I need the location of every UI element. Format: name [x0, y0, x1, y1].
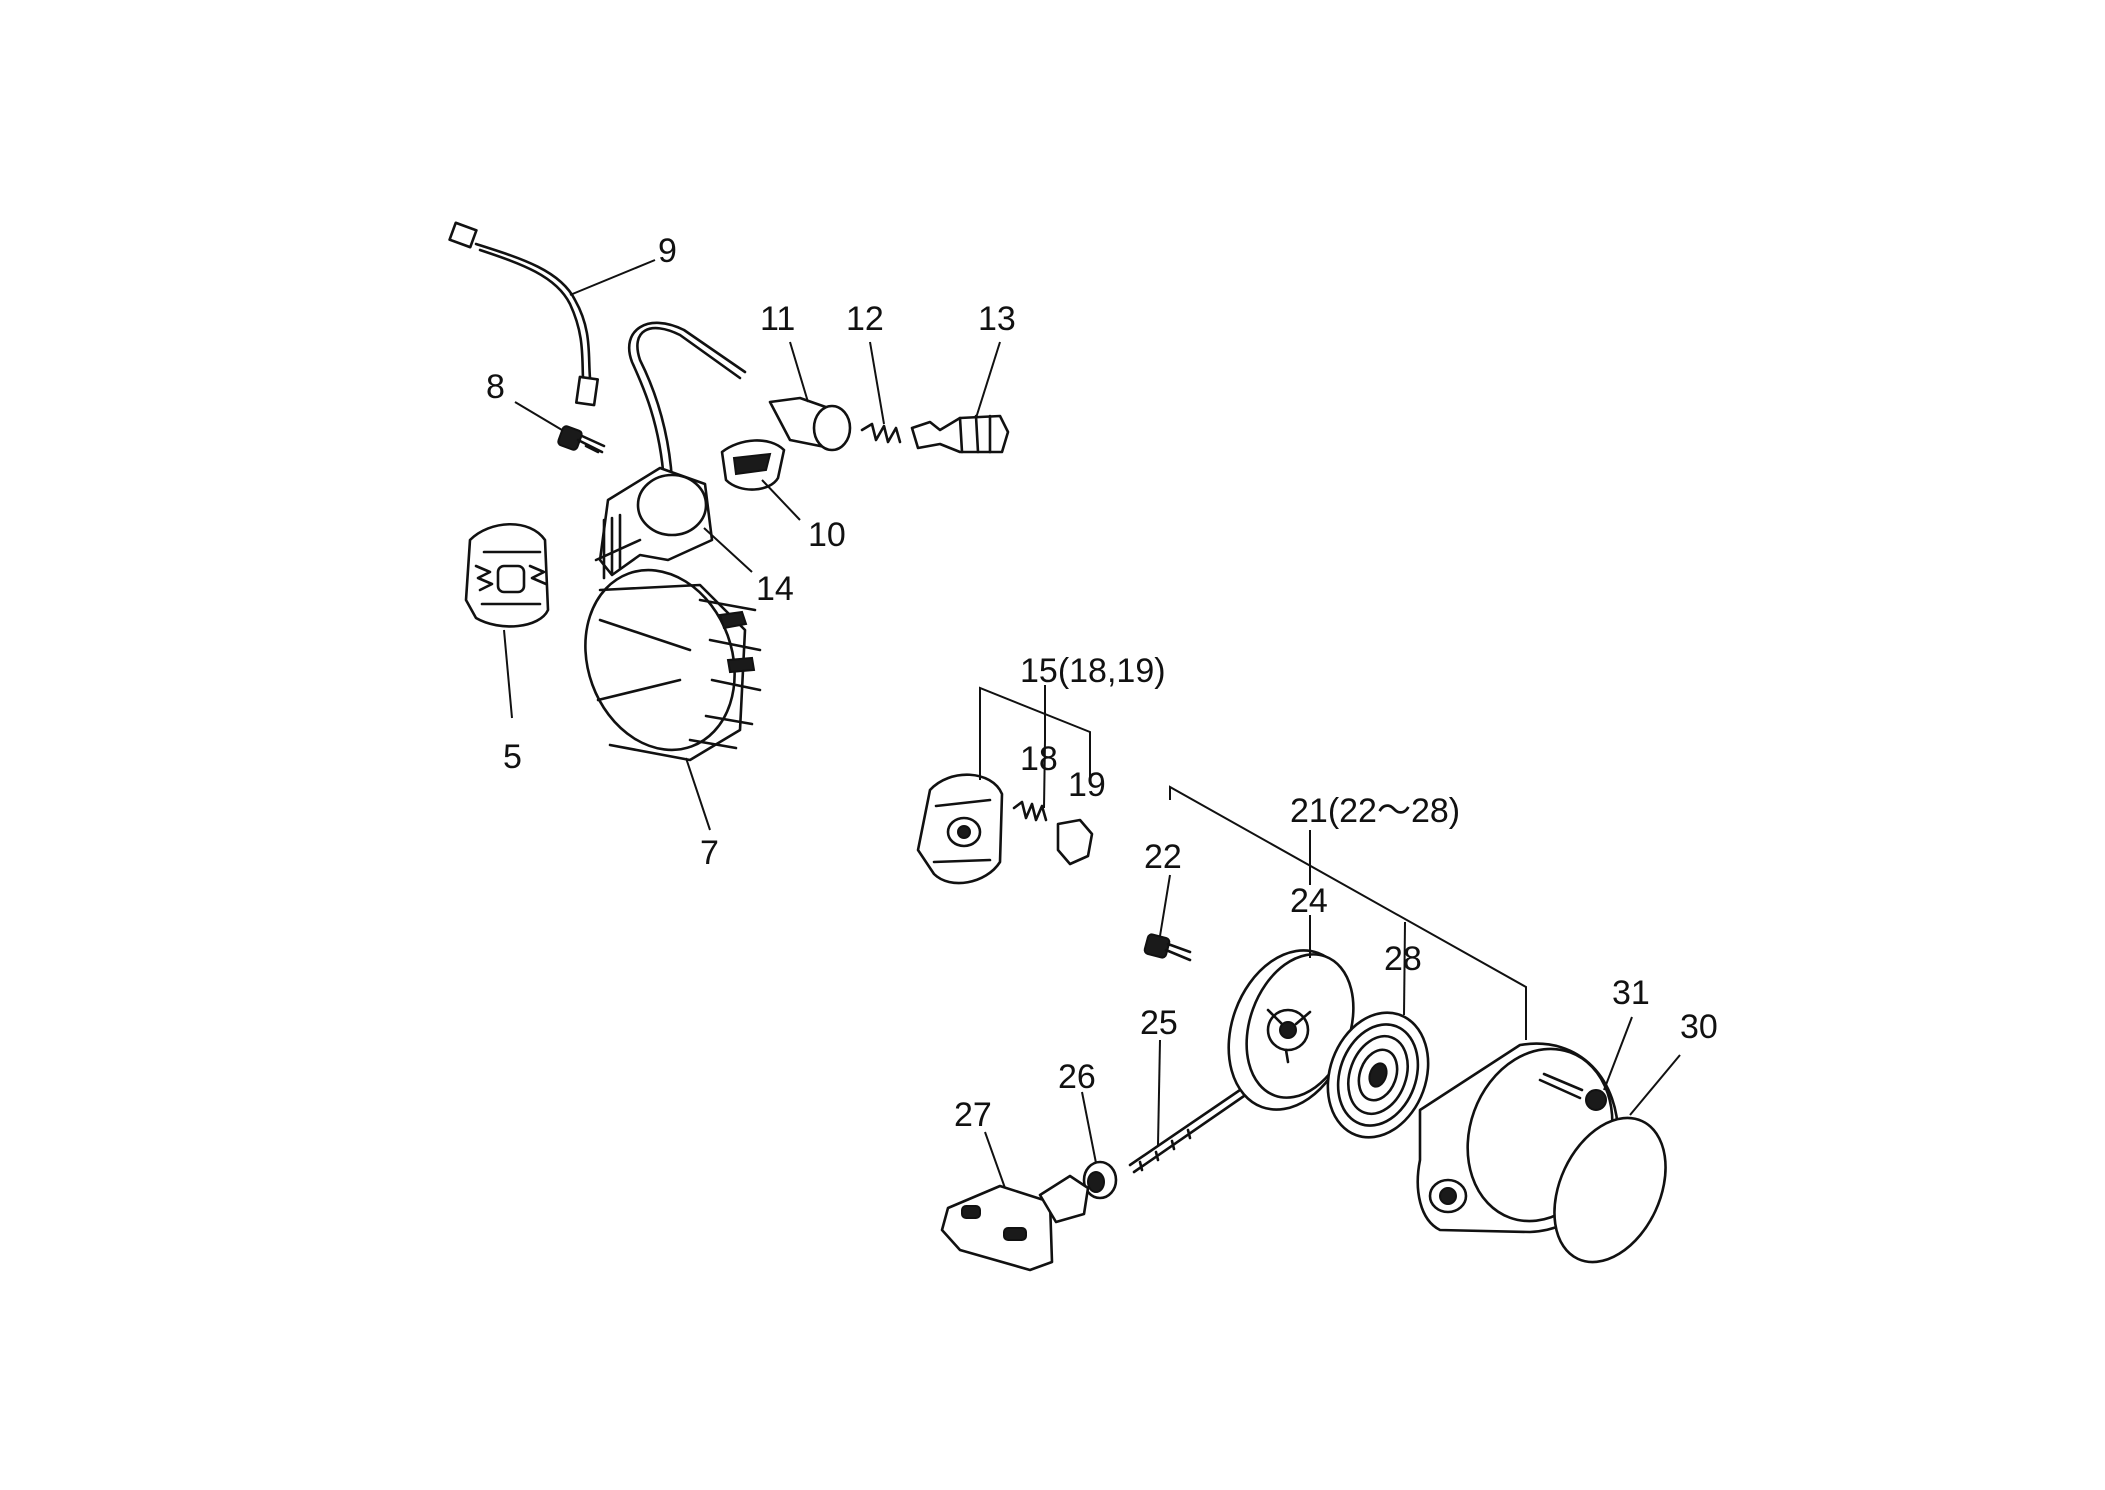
part-9-wire-lead	[448, 221, 600, 407]
part-19-shoe-pin	[1056, 818, 1094, 866]
part-15-clutch-assembly	[916, 773, 1004, 885]
callout-31: 31	[1612, 974, 1650, 1012]
part-25-rope	[1128, 1088, 1246, 1174]
callout-7: 7	[700, 834, 719, 872]
callout-14: 14	[756, 570, 794, 608]
part-13-spark-plug	[910, 414, 1010, 454]
callout-10: 10	[808, 516, 846, 554]
callout-27: 27	[954, 1096, 992, 1134]
callout-21: 21(22～28)	[1290, 792, 1460, 830]
callout-22: 22	[1144, 838, 1182, 876]
callout-24: 24	[1290, 882, 1328, 920]
part-11-plug-cap	[768, 396, 852, 452]
part-14-ignition-coil	[594, 321, 747, 580]
part-28-recoil-spring	[1326, 1011, 1430, 1139]
callout-5: 5	[503, 738, 522, 776]
part-26-bushing	[1082, 1160, 1118, 1200]
callout-12: 12	[846, 300, 884, 338]
callout-26: 26	[1058, 1058, 1096, 1096]
part-30-seal-ring	[1553, 1116, 1667, 1264]
part-10-shim	[720, 439, 786, 491]
callout-30: 30	[1680, 1008, 1718, 1046]
part-27-starter-handle	[940, 1174, 1090, 1272]
callout-11: 11	[760, 300, 795, 338]
callout-25: 25	[1140, 1004, 1178, 1042]
part-24-reel	[1227, 949, 1355, 1111]
part-12-spring	[860, 422, 902, 444]
callout-8: 8	[486, 368, 505, 406]
callout-15: 15(18,19)	[1020, 652, 1166, 690]
part-31-screw	[1538, 1072, 1607, 1111]
callout-9: 9	[658, 232, 677, 270]
part-8-screw	[557, 425, 606, 454]
part-18-spring	[1012, 800, 1048, 822]
callout-28: 28	[1384, 940, 1422, 978]
part-5-clutch	[464, 522, 550, 628]
leader-lines	[503, 259, 1681, 1189]
callout-18: 18	[1020, 740, 1058, 778]
callout-labels: 9 8 11 12 13 10 14 5 7 15(18,19) 18 19 2…	[486, 232, 1718, 1134]
callout-19: 19	[1068, 766, 1106, 804]
callout-13: 13	[978, 300, 1016, 338]
part-22-screw	[1143, 933, 1192, 962]
part-7-flywheel	[584, 568, 762, 762]
